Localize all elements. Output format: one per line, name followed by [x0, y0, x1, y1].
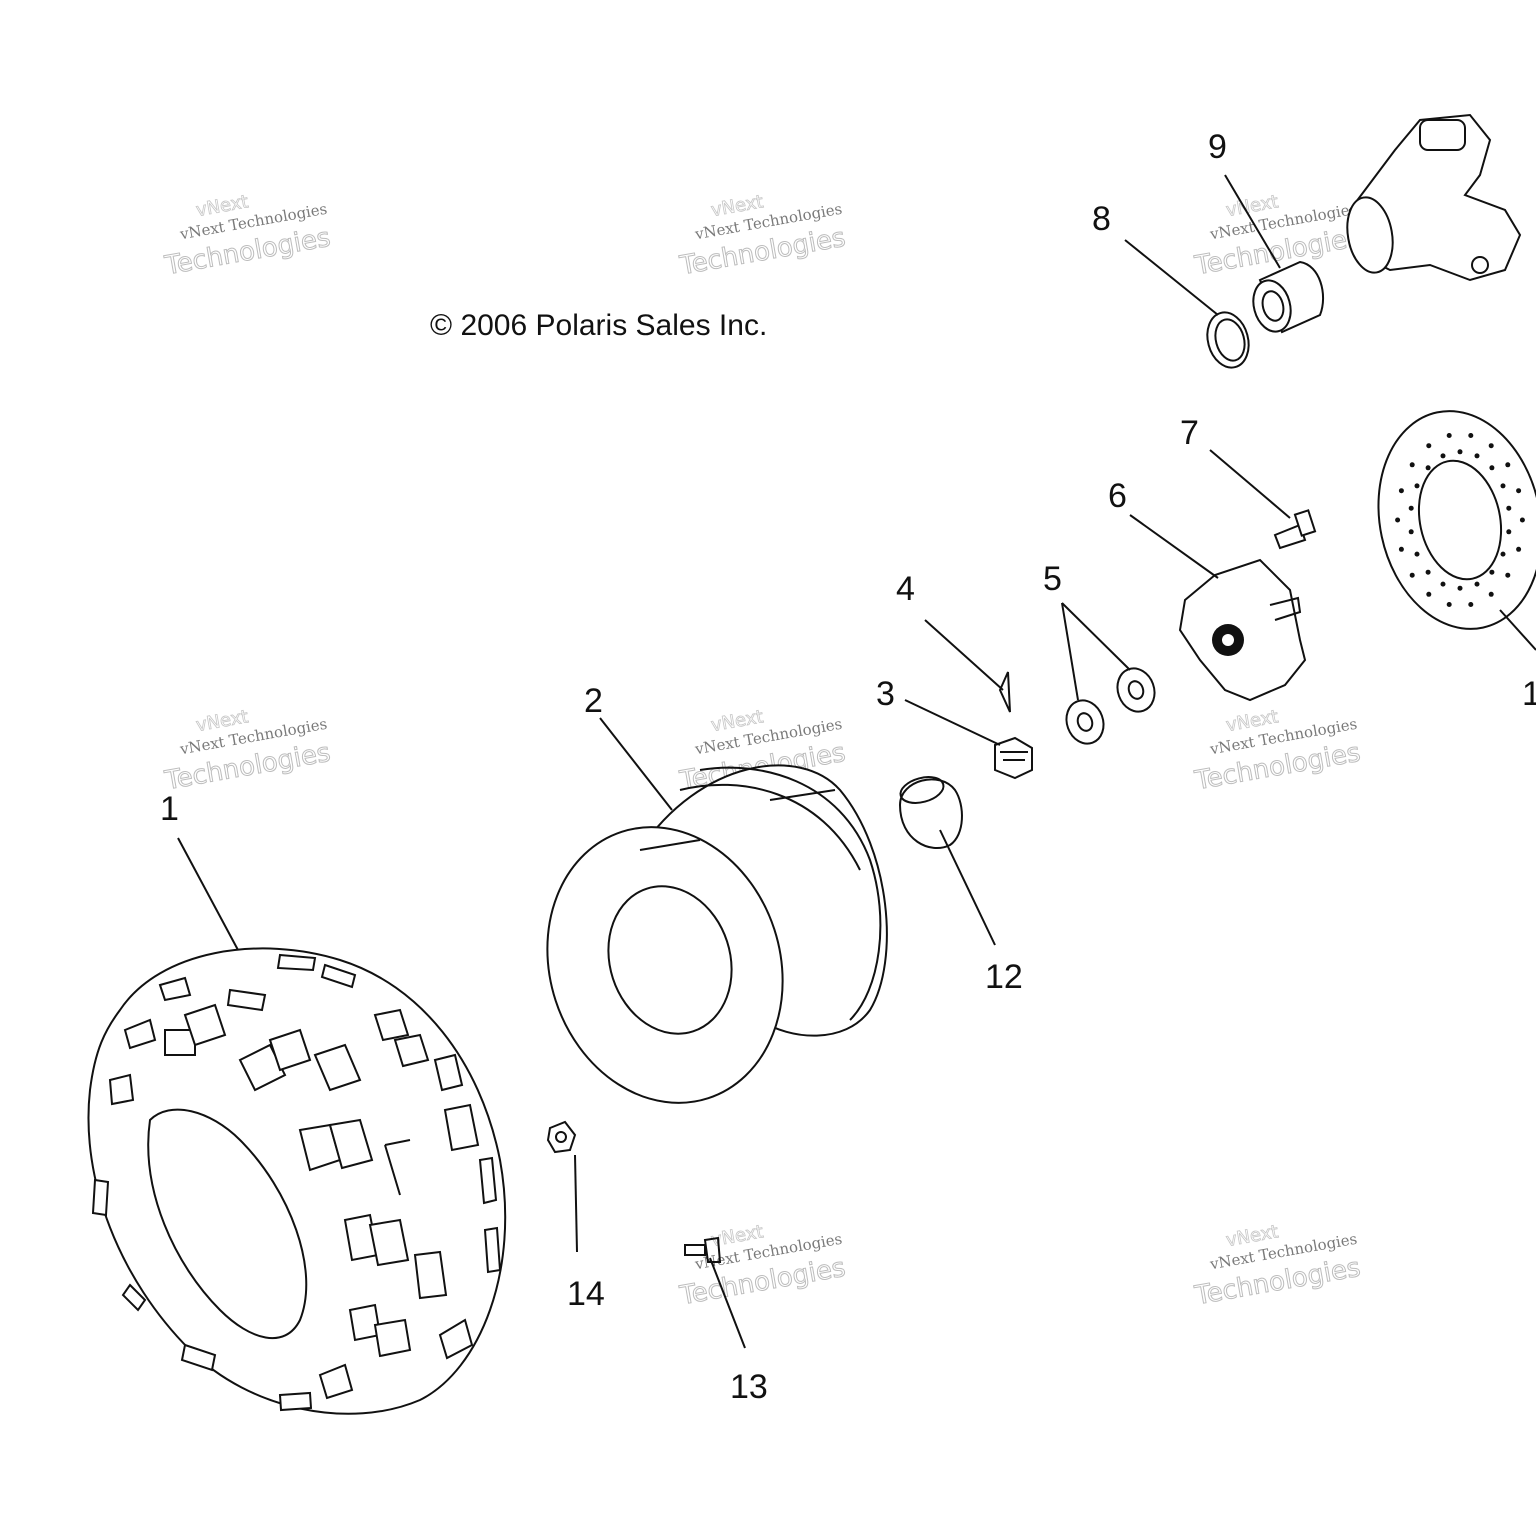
valve-stem-part [684, 1236, 722, 1263]
snap-ring-part [1206, 311, 1250, 369]
disc-hole [1468, 602, 1474, 607]
bearing-part [1252, 260, 1325, 334]
disc-hole [1408, 529, 1414, 535]
tire-part [87, 947, 507, 1415]
disc-hole [1426, 591, 1432, 597]
disc-hole [1398, 488, 1404, 494]
callout-1: 1 [160, 790, 179, 828]
disc-hole [1489, 465, 1495, 471]
disc-hole [1468, 433, 1474, 438]
copyright-notice: © 2006 Polaris Sales Inc. [430, 309, 767, 342]
disc-hole [1425, 569, 1431, 575]
brake-disc-part [1377, 410, 1536, 630]
callout-1-partial: 1 [1522, 675, 1536, 713]
dust-cap-part [898, 776, 963, 850]
disc-hole [1440, 453, 1446, 459]
callout-5: 5 [1043, 560, 1062, 598]
callout-8: 8 [1092, 200, 1111, 238]
disc-hole [1519, 517, 1525, 523]
castle-nut-part [994, 736, 1033, 780]
disc-hole [1506, 505, 1512, 511]
lug-nut-part [546, 1120, 577, 1154]
disc-hole [1440, 581, 1446, 587]
bearing-carrier-part [1346, 113, 1522, 282]
disc-hole [1398, 546, 1404, 552]
disc-hole [1488, 443, 1494, 449]
disc-hole [1505, 462, 1511, 468]
hub-part [1178, 558, 1307, 702]
cotter-pin-part [998, 671, 1011, 713]
disc-hole [1426, 443, 1432, 449]
washer-parts [1065, 667, 1156, 745]
disc-hole [1505, 572, 1511, 578]
disc-hole [1506, 529, 1512, 535]
disc-hole [1446, 602, 1452, 607]
disc-hole [1409, 462, 1415, 468]
disc-hole [1488, 591, 1494, 597]
leader-lines [177, 174, 1536, 1349]
callout-9: 9 [1208, 128, 1227, 166]
disc-hole [1395, 517, 1401, 523]
callout-12: 12 [985, 958, 1023, 996]
disc-hole [1446, 433, 1452, 438]
disc-hole [1516, 488, 1522, 494]
callout-7: 7 [1180, 414, 1199, 452]
disc-hole [1474, 453, 1480, 459]
disc-hole [1500, 483, 1506, 489]
callout-4: 4 [896, 570, 915, 608]
disc-hole [1457, 585, 1463, 591]
callout-2: 2 [584, 682, 603, 720]
callout-labels: 1 2 3 4 5 6 7 8 9 12 13 14 1 [160, 128, 1536, 1406]
disc-hole [1516, 546, 1522, 552]
disc-hole [1500, 551, 1506, 557]
disc-hole [1425, 465, 1431, 471]
disc-hole [1474, 581, 1480, 587]
disc-hole [1457, 449, 1463, 455]
wheel-rim-part [546, 764, 888, 1104]
callout-14: 14 [567, 1275, 605, 1313]
disc-hole [1414, 551, 1420, 557]
callout-13: 13 [730, 1368, 768, 1406]
disc-hole [1408, 505, 1414, 511]
callout-6: 6 [1108, 477, 1127, 515]
disc-hole [1489, 569, 1495, 575]
disc-hole [1414, 483, 1420, 489]
callout-3: 3 [876, 675, 895, 713]
bolt-part [1273, 509, 1317, 550]
disc-hole [1409, 572, 1415, 578]
